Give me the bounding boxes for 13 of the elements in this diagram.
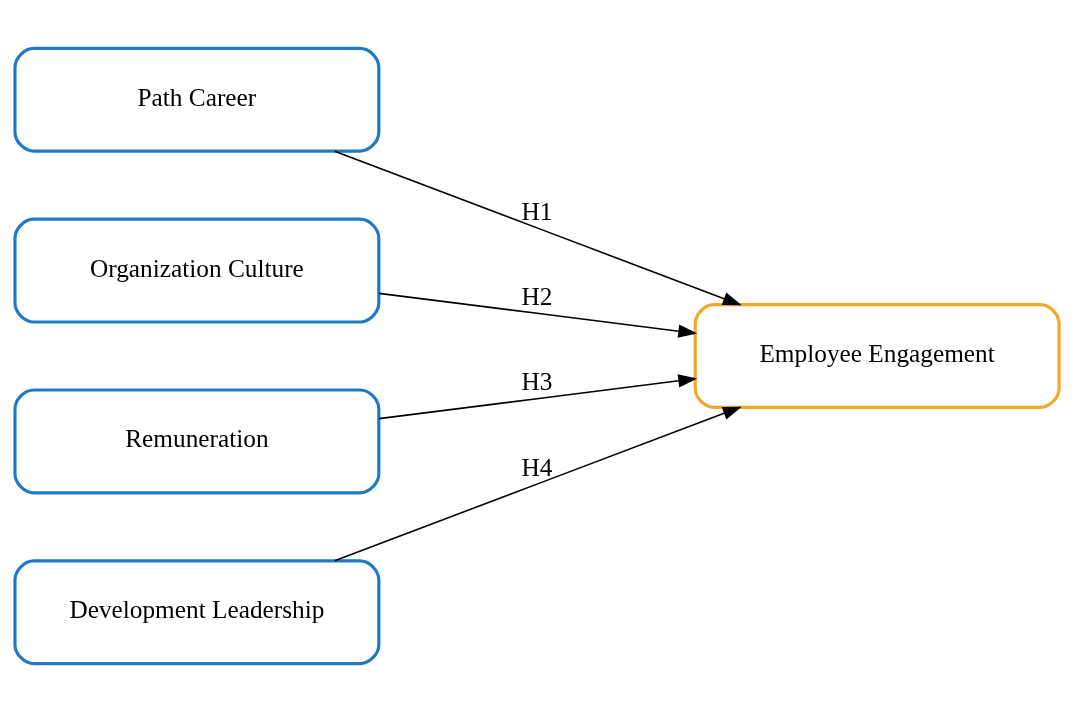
node-box: Path Career (13, 46, 381, 153)
edge-label: H4 (521, 452, 553, 481)
edge-label: H2 (521, 281, 553, 310)
node-box: Employee Engagement (693, 302, 1061, 409)
node-box: Remuneration (13, 387, 381, 494)
arrow (378, 292, 698, 338)
edge-label: H1 (521, 196, 553, 225)
arrow (333, 150, 742, 305)
arrow (333, 406, 742, 561)
arrow (378, 373, 698, 419)
node-box: Organization Culture (13, 217, 381, 324)
node-box: Development Leadership (13, 558, 381, 665)
edge-label: H3 (521, 366, 553, 395)
